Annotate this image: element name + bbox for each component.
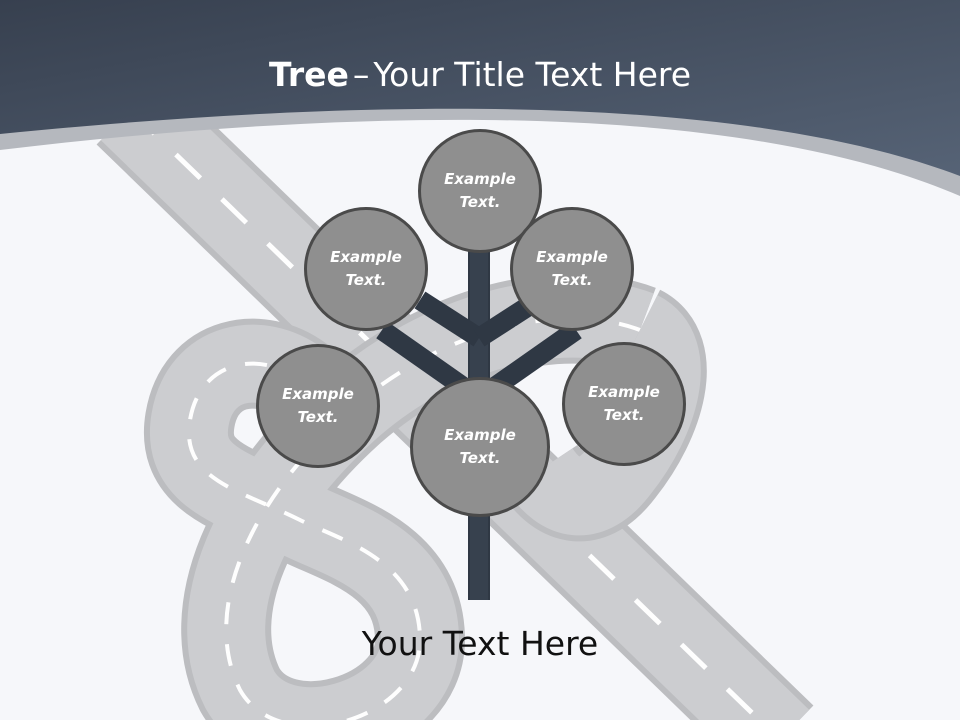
title-text: Your Title Text Here <box>373 55 692 94</box>
tree-node-lower-left: Example Text. <box>256 344 380 468</box>
tree-node-label: Example Text. <box>444 426 516 467</box>
tree-node-label: Example Text. <box>444 170 516 211</box>
tree-node-center: Example Text. <box>410 377 550 517</box>
tree-node-label: Example Text. <box>536 248 608 289</box>
title-bold: Tree <box>268 55 349 94</box>
header-bar <box>0 0 960 176</box>
tree-node-upper-left: Example Text. <box>304 207 428 331</box>
slide-title: Tree–Your Title Text Here <box>0 52 960 98</box>
title-separator: – <box>352 55 370 94</box>
tree-node-label: Example Text. <box>282 385 354 426</box>
tree-node-upper-right: Example Text. <box>510 207 634 331</box>
tree-node-label: Example Text. <box>588 383 660 424</box>
tree-node-label: Example Text. <box>330 248 402 289</box>
tree-node-lower-right: Example Text. <box>562 342 686 466</box>
caption-text: Your Text Here <box>361 624 599 663</box>
